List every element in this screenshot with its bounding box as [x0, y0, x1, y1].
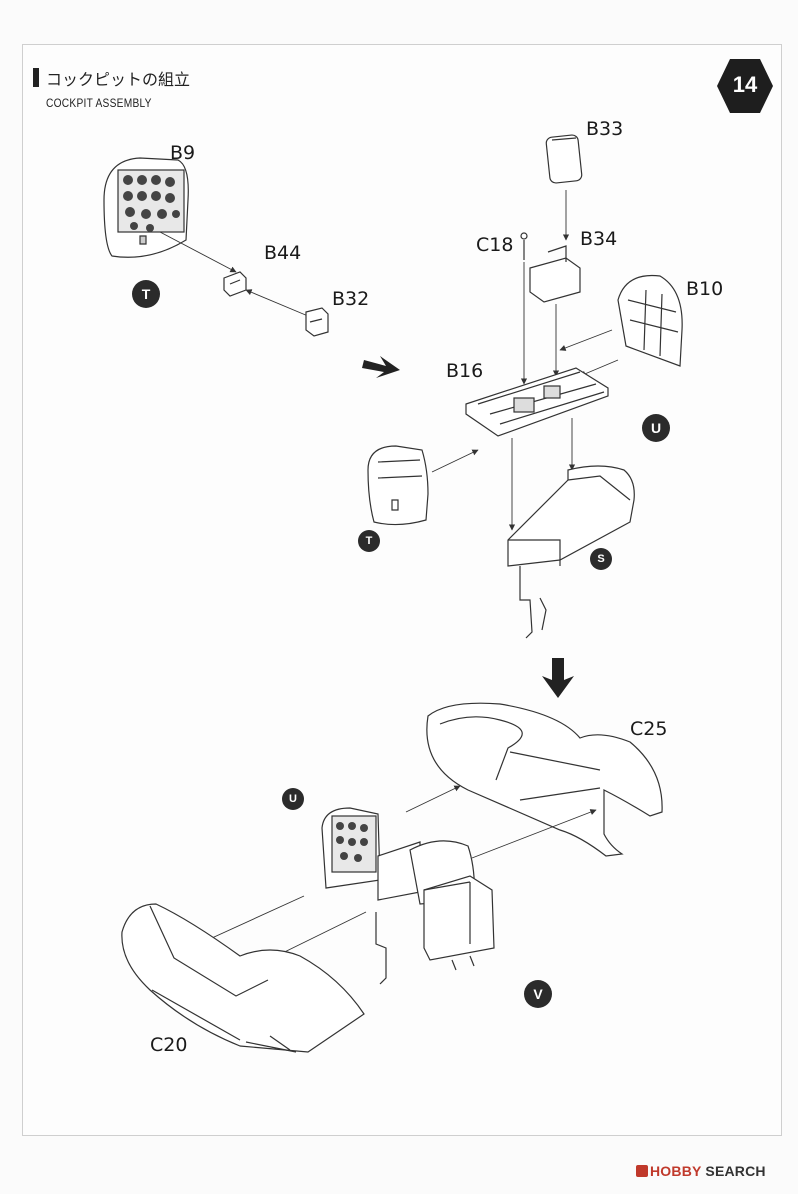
part-b44 [223, 271, 247, 297]
marker-t-mid: T [358, 530, 380, 552]
marker-v-bottom: V [524, 980, 552, 1008]
label-b32: B32 [332, 288, 370, 310]
part-c25-upper-fuselage [426, 702, 663, 857]
label-b34: B34 [580, 228, 618, 250]
label-c20: C20 [150, 1034, 188, 1056]
step-number: 14 [732, 72, 758, 97]
part-t-panel-mid [367, 445, 429, 526]
part-b33-cushion [545, 134, 583, 184]
section-marker [33, 68, 39, 87]
part-c20-lower-fuselage [121, 903, 365, 1053]
part-c18-control-stick [520, 232, 528, 260]
step-badge-hexagon [717, 59, 773, 113]
label-b33: B33 [586, 118, 624, 140]
label-b9: B9 [170, 142, 196, 164]
section-title-jp: コックピットの組立 [46, 70, 191, 89]
marker-t-top: T [132, 280, 160, 308]
label-c18: C18 [476, 234, 514, 256]
label-b44: B44 [264, 242, 302, 264]
part-b10-bulkhead [617, 274, 683, 367]
part-b32 [305, 307, 329, 337]
brand-suffix: SEARCH [701, 1163, 766, 1179]
brand-prefix: HOBBY [650, 1163, 702, 1179]
label-c25: C25 [630, 718, 668, 740]
label-b16: B16 [446, 360, 484, 382]
part-s-rear-frame [507, 465, 635, 639]
part-b16-floor [465, 367, 609, 437]
section-title-en: COCKPIT ASSEMBLY [46, 96, 152, 110]
marker-s-mid: S [590, 548, 612, 570]
assembled-cockpit [321, 807, 495, 985]
label-b10: B10 [686, 278, 724, 300]
brand-logo-icon [636, 1165, 648, 1177]
brand-watermark: HOBBY SEARCH [650, 1163, 766, 1179]
marker-u-mid: U [642, 414, 670, 442]
part-b34-seat [529, 245, 581, 303]
part-b9-instrument-panel [103, 157, 189, 258]
marker-u-bottom: U [282, 788, 304, 810]
